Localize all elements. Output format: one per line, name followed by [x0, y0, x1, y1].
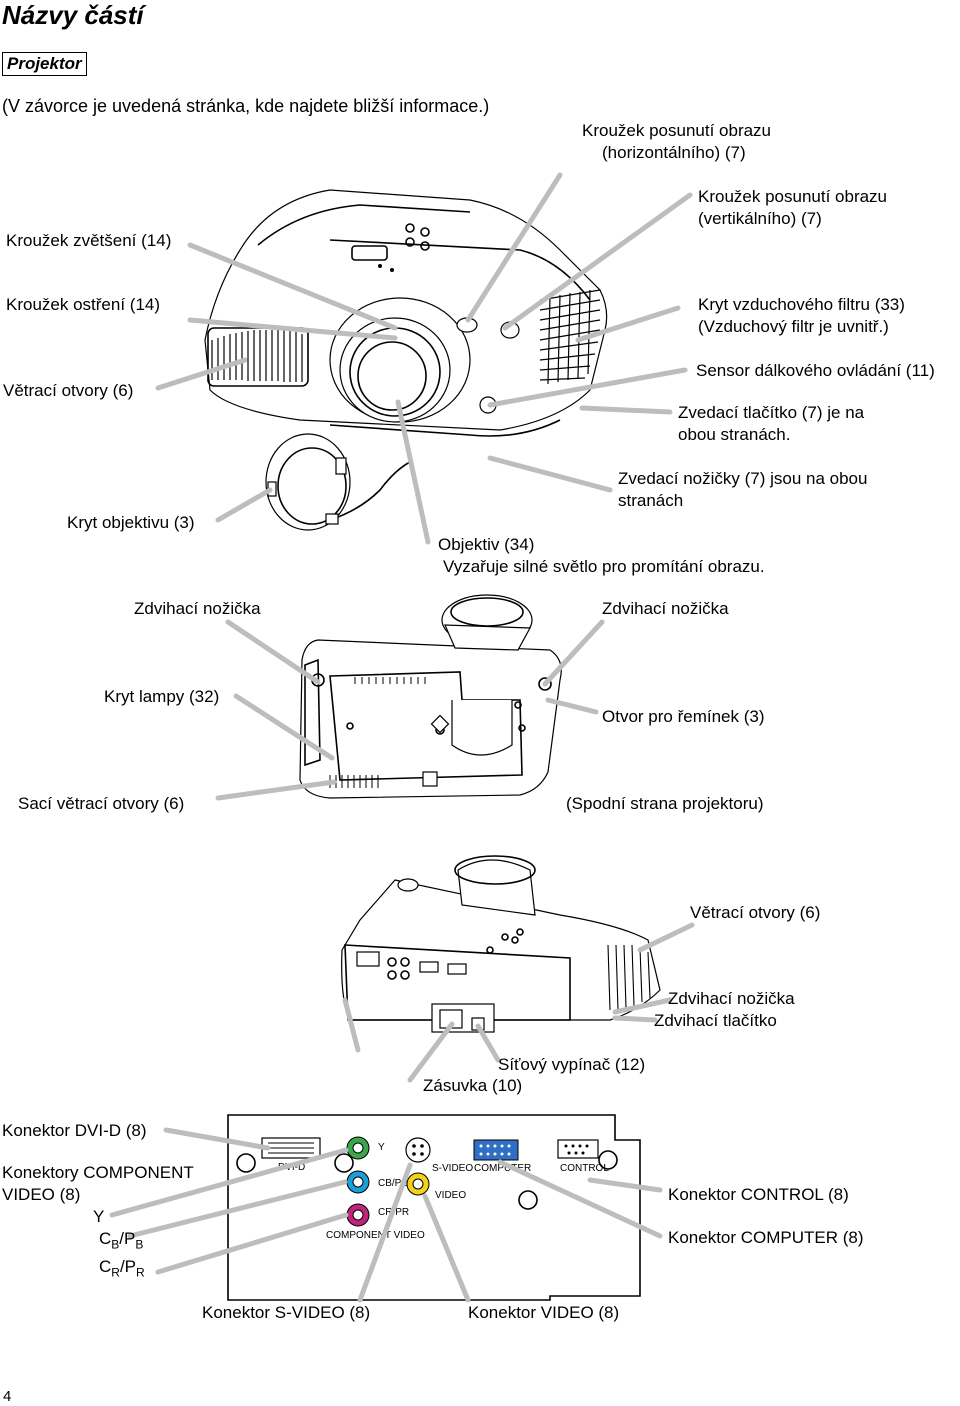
label-filter-line1: Kryt vzduchového filtru (33) — [698, 295, 905, 314]
label-lens-line2: Vyzařuje silné světlo pro promítání obra… — [443, 557, 765, 576]
label-elevator-feet-line2: stranách — [618, 491, 684, 510]
intro-text: (V závorce je uvedená stránka, kde najde… — [2, 96, 490, 116]
label-v-shift-line1: Kroužek posunutí obrazu — [698, 187, 888, 206]
label-lens-line1: Objektiv (34) — [438, 535, 535, 554]
projector-bottom-illustration — [299, 594, 562, 799]
label-component-line1: Konektory COMPONENT — [2, 1163, 194, 1182]
section-label: Projektor — [2, 52, 87, 76]
leader-lines-rear — [342, 922, 695, 1083]
label-elevator-button-line1: Zvedací tlačítko (7) je na — [678, 403, 865, 422]
label-v-shift-line2: (vertikálního) (7) — [698, 209, 822, 228]
page-title: Názvy částí — [2, 0, 144, 30]
label-control-connector: Konektor CONTROL (8) — [668, 1185, 849, 1204]
label-ac-socket: Zásuvka (10) — [423, 1076, 523, 1095]
label-power-switch: Síťový vypínač (12) — [498, 1055, 646, 1074]
panel-text-cbpb: CB/PB — [378, 1178, 408, 1189]
label-vents-rear: Větrací otvory (6) — [690, 903, 821, 922]
label-y: Y — [93, 1207, 105, 1226]
label-h-shift-line2: (horizontálního) (7) — [602, 143, 746, 162]
panel-text-svideo: S-VIDEO — [432, 1163, 473, 1174]
label-svideo-connector: Konektor S-VIDEO (8) — [202, 1303, 371, 1322]
panel-text-video: VIDEO — [435, 1190, 466, 1201]
label-zoom-ring: Kroužek zvětšení (14) — [6, 231, 172, 250]
label-computer-connector: Konektor COMPUTER (8) — [668, 1228, 864, 1247]
label-focus-ring: Kroužek ostření (14) — [6, 295, 161, 314]
label-intake-vents: Sací větrací otvory (6) — [18, 794, 185, 813]
label-dvi-connector: Konektor DVI-D (8) — [2, 1121, 147, 1140]
label-cb-pb: CB/PB — [99, 1229, 144, 1252]
leader-lines-panel — [109, 1127, 663, 1303]
label-vents-front: Větrací otvory (6) — [3, 381, 134, 400]
label-cr-pr: CR/PR — [99, 1257, 145, 1280]
label-component-line2: VIDEO (8) — [2, 1185, 81, 1204]
panel-text-control: CONTROL — [560, 1163, 609, 1174]
label-lens-cap: Kryt objektivu (3) — [67, 513, 195, 532]
label-filter-line2: (Vzduchový filtr je uvnitř.) — [698, 317, 889, 336]
label-video-connector: Konektor VIDEO (8) — [468, 1303, 620, 1322]
projector-rear-illustration — [341, 855, 661, 1033]
panel-text-component: COMPONENT VIDEO — [326, 1230, 425, 1241]
page-number: 4 — [3, 1388, 12, 1405]
label-h-shift-line1: Kroužek posunutí obrazu — [582, 121, 772, 140]
connector-panel-illustration: DVI-D Y CB/PB CR/PR COMPONENT VIDEO S-VI… — [227, 1114, 641, 1301]
label-lamp-cover: Kryt lampy (32) — [104, 687, 220, 706]
label-bottom-caption: (Spodní strana projektoru) — [566, 794, 764, 813]
label-elevator-button-line2: obou stranách. — [678, 425, 791, 444]
label-foot-left: Zdvihací nožička — [134, 599, 261, 618]
label-rear-foot: Zdvihací nožička — [668, 989, 795, 1008]
label-elevator-feet-line1: Zvedací nožičky (7) jsou na obou — [618, 469, 868, 488]
leader-lines-front — [155, 172, 693, 545]
label-strap-hole: Otvor pro řemínek (3) — [602, 707, 765, 726]
leader-lines-bottom — [215, 619, 605, 801]
label-rear-button: Zdvihací tlačítko — [654, 1011, 777, 1030]
panel-text-computer: COMPUTER — [474, 1163, 531, 1174]
label-foot-right: Zdvihací nožička — [602, 599, 729, 618]
label-remote-sensor: Sensor dálkového ovládání (11) — [696, 361, 935, 380]
panel-text-y: Y — [378, 1142, 385, 1153]
projector-front-illustration — [204, 189, 608, 531]
